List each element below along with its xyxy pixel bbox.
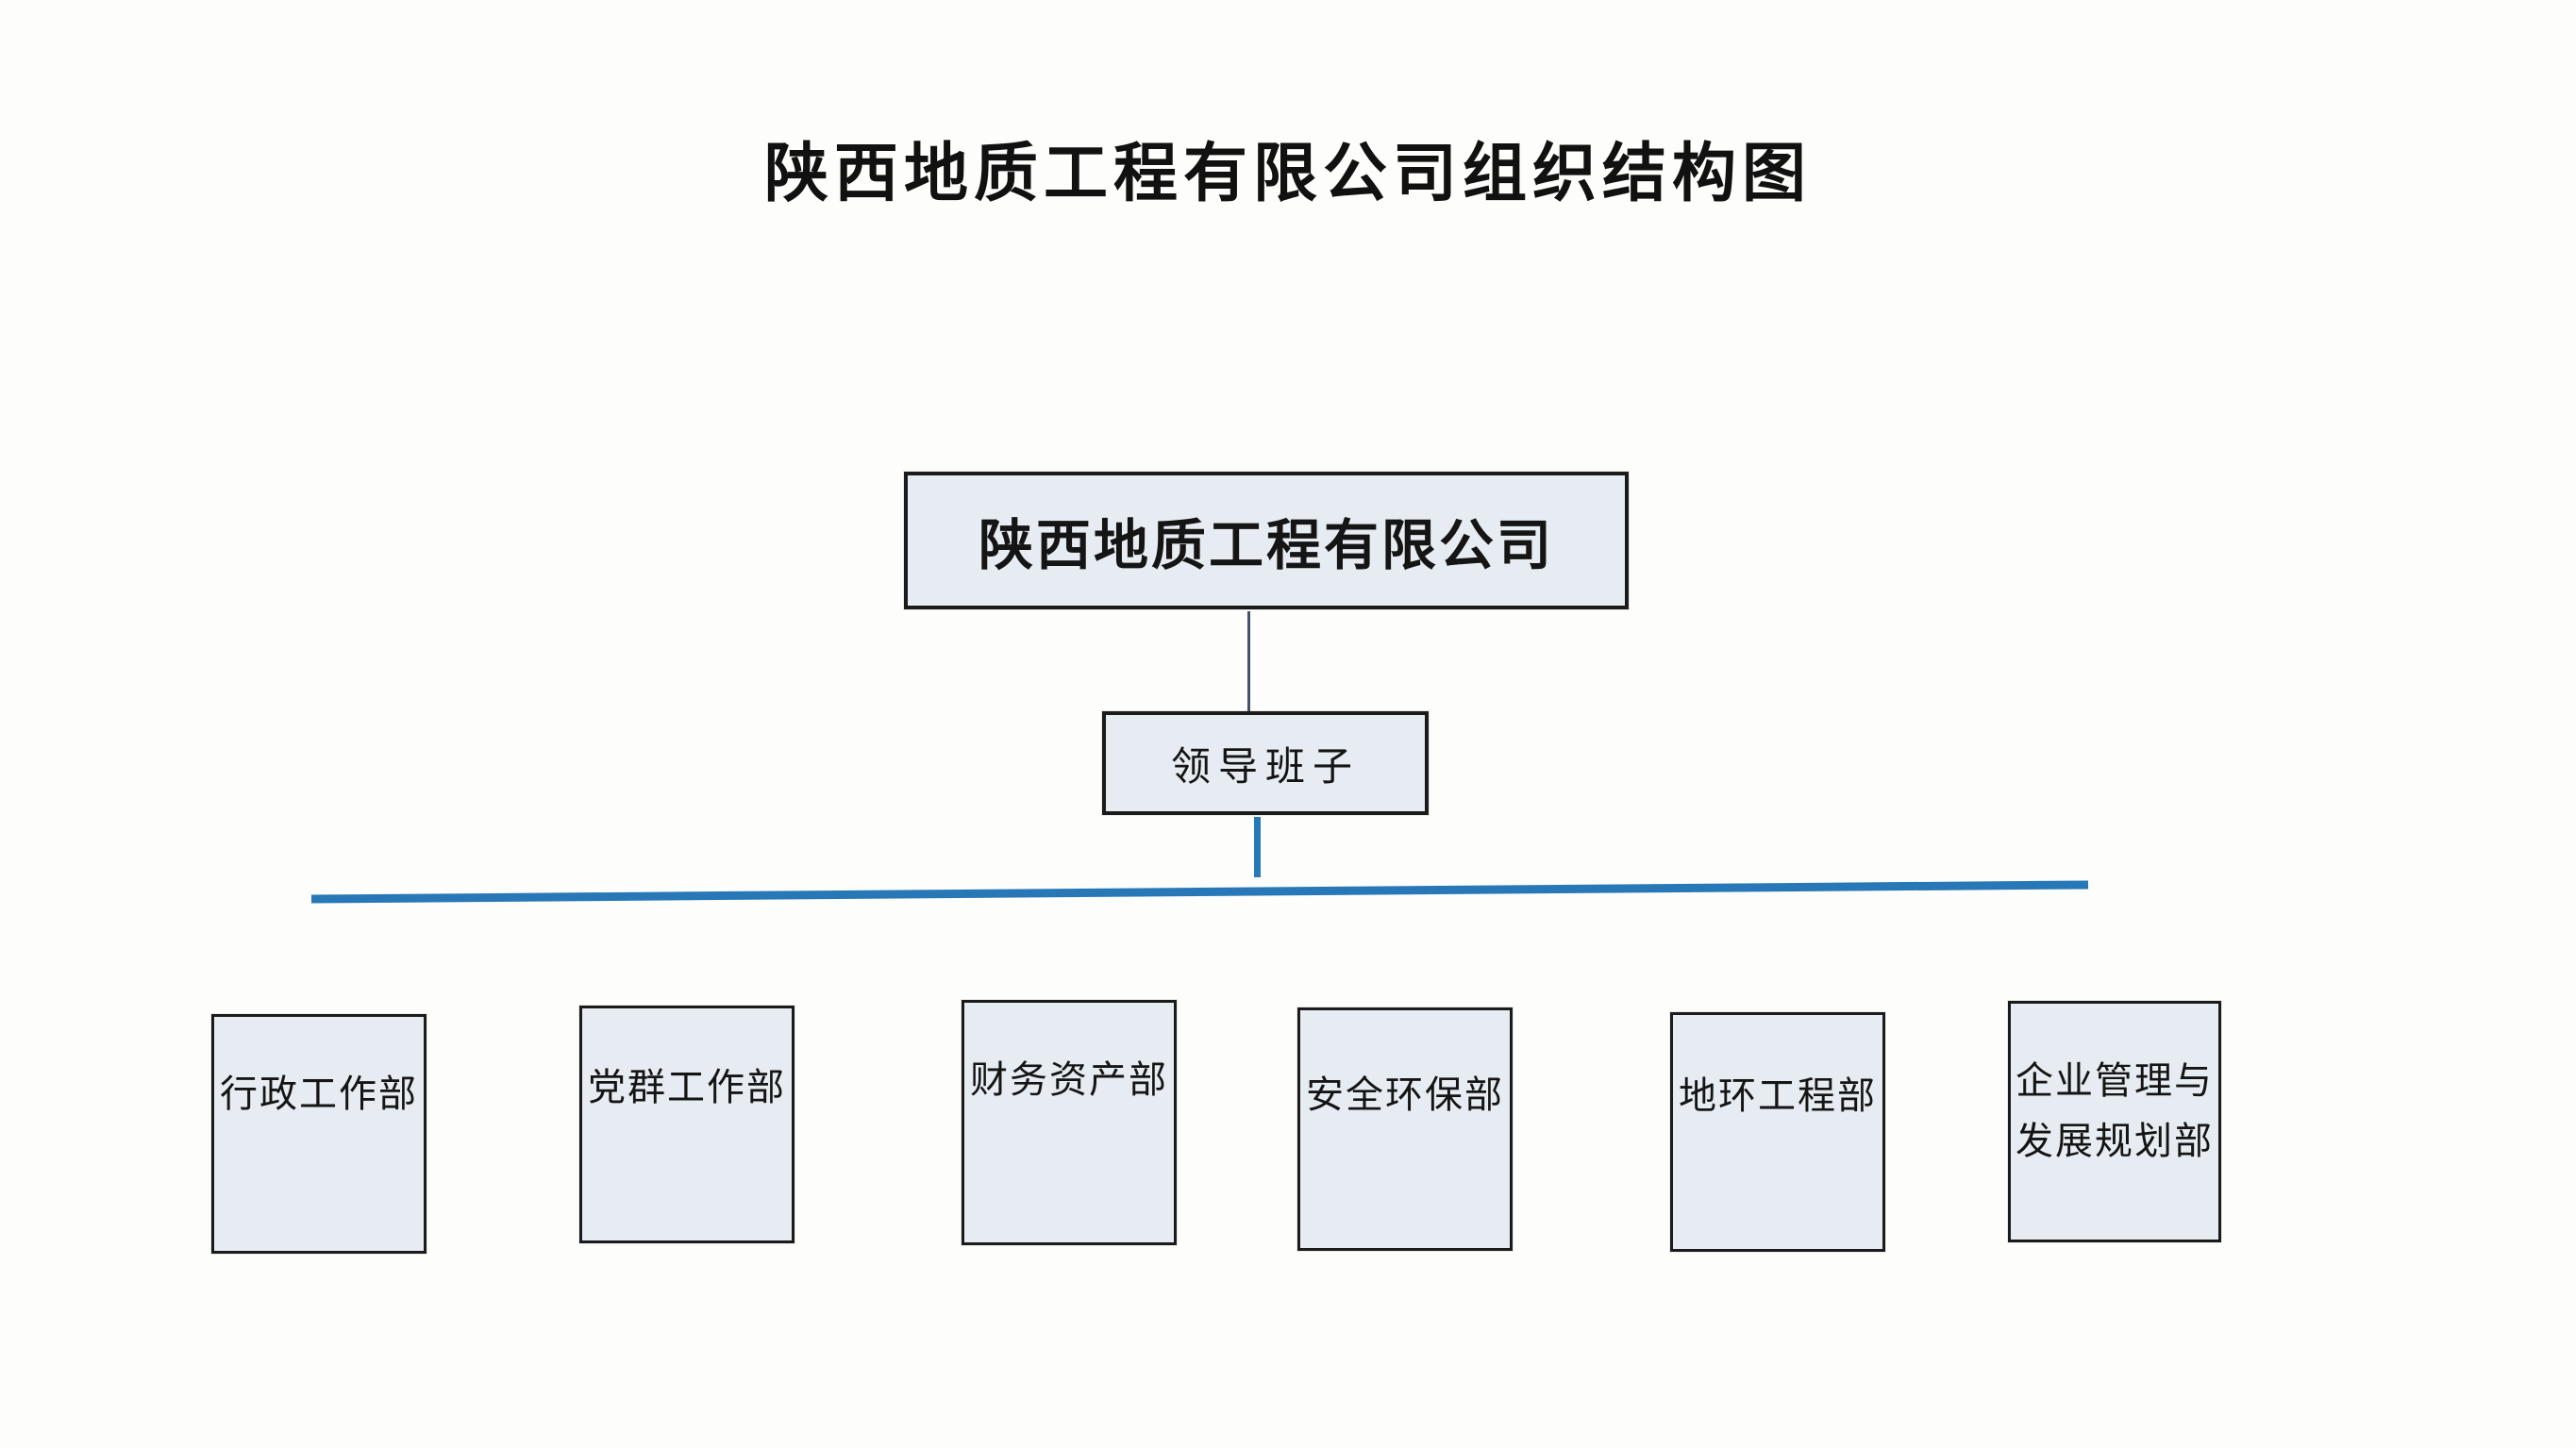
leadership-box: 领导班子 bbox=[1102, 711, 1429, 815]
root-company-box: 陕西地质工程有限公司 bbox=[904, 472, 1629, 609]
department-label-line-1: 企业管理与 bbox=[2016, 1059, 2214, 1102]
department-label-administration: 行政工作部 bbox=[220, 1073, 418, 1115]
department-box-safety-environment: 安全环保部 bbox=[1297, 1007, 1513, 1251]
department-label-geo-environment-engineering: 地环工程部 bbox=[1679, 1074, 1877, 1117]
root-company-label: 陕西地质工程有限公司 bbox=[978, 515, 1554, 576]
department-box-party-mass: 党群工作部 bbox=[579, 1006, 795, 1243]
department-box-enterprise-management-planning: 企业管理与 发展规划部 bbox=[2008, 1001, 2221, 1242]
department-label-finance-assets: 财务资产部 bbox=[970, 1058, 1168, 1101]
connector-root-to-leadership bbox=[1247, 611, 1250, 711]
diagram-title: 陕西地质工程有限公司组织结构图 bbox=[763, 138, 1812, 209]
department-label-party-mass: 党群工作部 bbox=[588, 1066, 786, 1108]
connector-leadership-to-bus bbox=[1254, 817, 1261, 877]
department-box-finance-assets: 财务资产部 bbox=[962, 1000, 1177, 1245]
department-label-enterprise-management-planning: 企业管理与 发展规划部 bbox=[2016, 1051, 2214, 1172]
leadership-label: 领导班子 bbox=[1170, 745, 1360, 790]
department-label-safety-environment: 安全环保部 bbox=[1306, 1074, 1504, 1116]
department-box-geo-environment-engineering: 地环工程部 bbox=[1670, 1012, 1885, 1252]
department-label-line-2: 发展规划部 bbox=[2016, 1120, 2214, 1162]
department-box-administration: 行政工作部 bbox=[211, 1014, 427, 1254]
connector-bus-line bbox=[310, 880, 2089, 904]
